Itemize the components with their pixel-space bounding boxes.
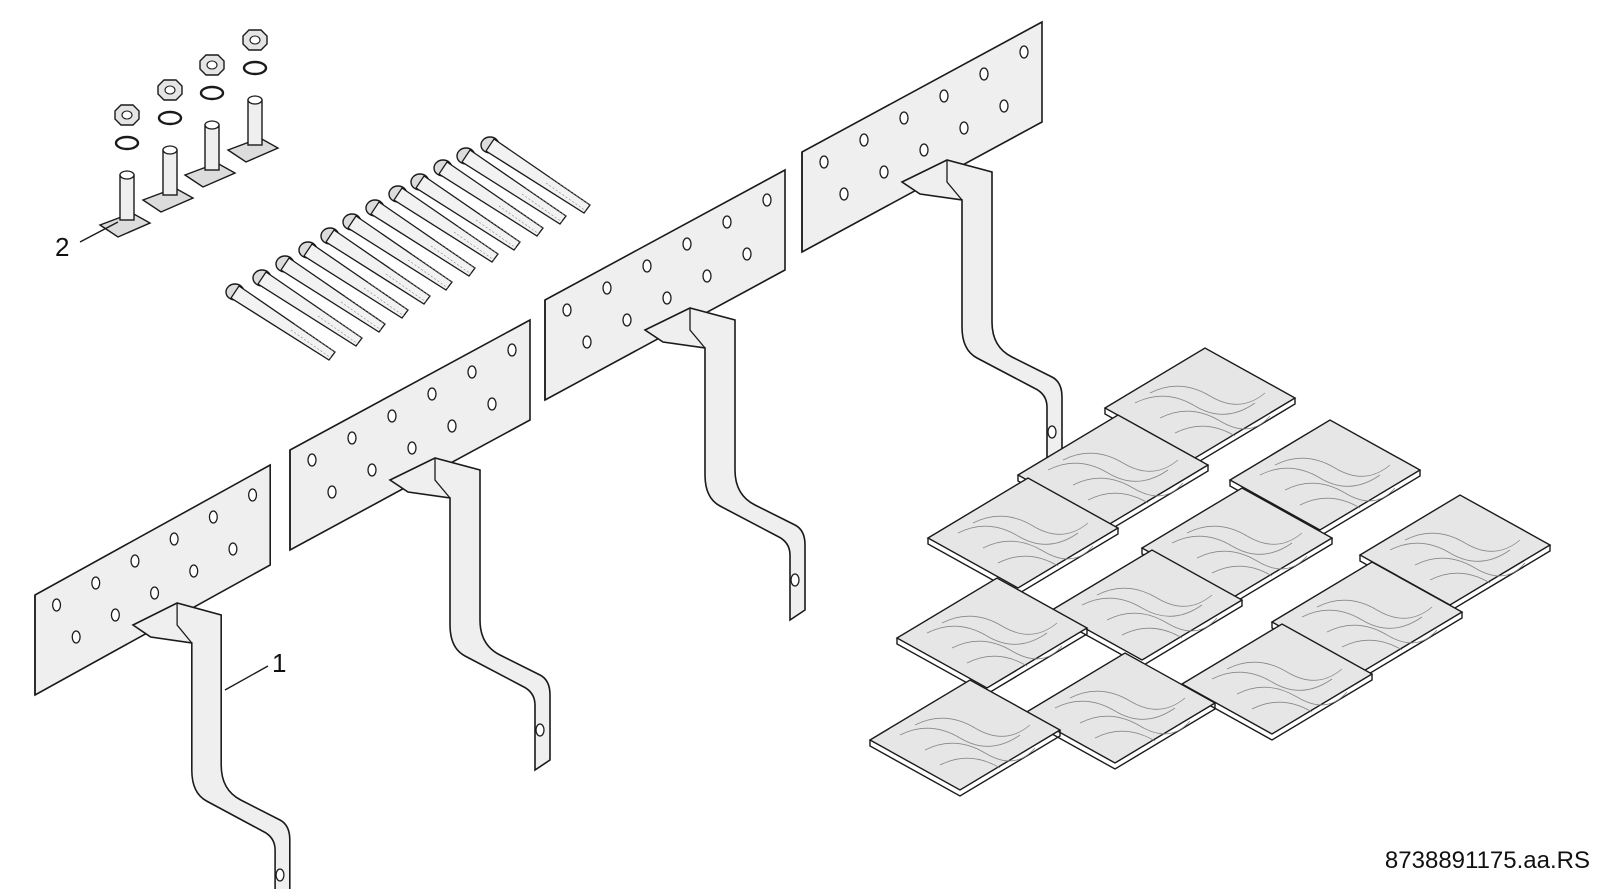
bolt-set — [225, 136, 591, 361]
protective-pads — [869, 347, 1551, 797]
roof-hook-1 — [34, 464, 291, 889]
roof-hook-4 — [801, 21, 1063, 473]
callout-label-2: 2 — [55, 232, 70, 262]
roof-hook-2 — [289, 319, 551, 771]
t-bolt-set — [98, 28, 280, 239]
leader-line-2 — [79, 221, 119, 243]
document-id: 8738891175.aa.RS — [1384, 847, 1590, 874]
callout-label-1: 1 — [272, 648, 287, 678]
leader-line-1 — [224, 665, 269, 691]
roof-hook-3 — [544, 169, 806, 621]
